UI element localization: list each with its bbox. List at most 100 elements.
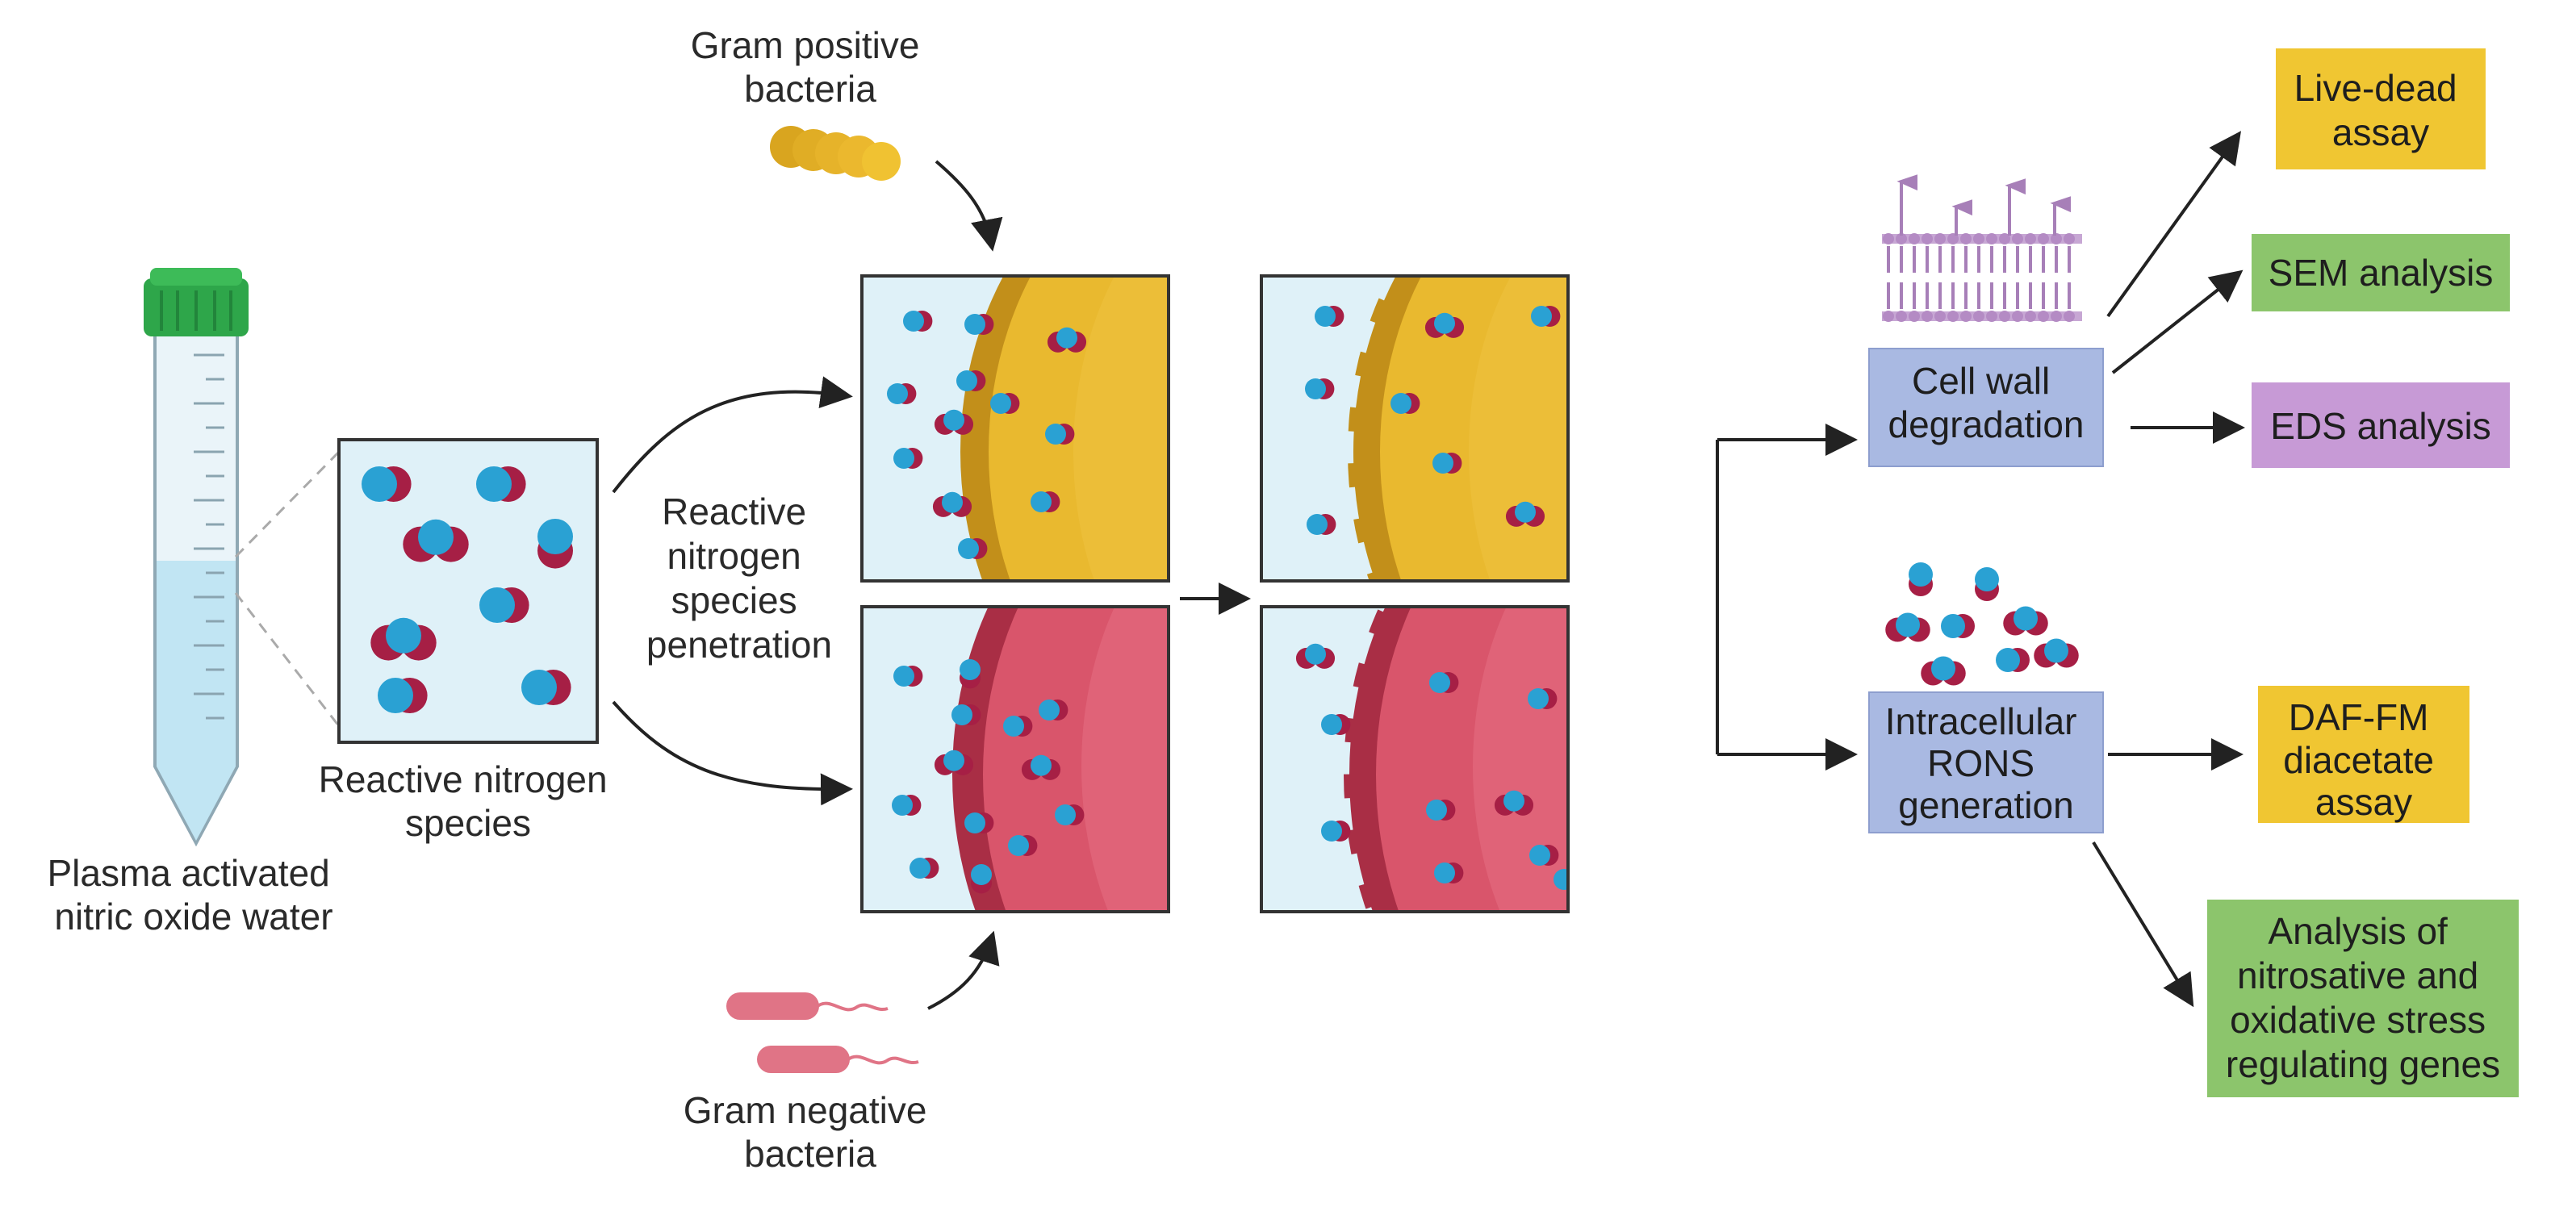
- rons-molecule-cluster: [1885, 562, 2079, 686]
- molecule-icon: [971, 864, 992, 894]
- cell-membrane-icon: [1882, 174, 2082, 322]
- cell-wall-degradation-box: Cell wall degradation: [1868, 348, 2104, 467]
- arrow-to-gram-positive: [612, 376, 853, 494]
- molecule-icon: [934, 750, 974, 775]
- molecule-icon: [1305, 378, 1335, 399]
- molecule-icon: [1003, 716, 1033, 737]
- arrow-to-gram-negative: [612, 700, 853, 806]
- molecule-icon: [903, 311, 933, 332]
- eds-analysis-box: EDS analysis: [2252, 382, 2510, 468]
- molecule-icon: [1055, 804, 1085, 825]
- molecule-icon: [1321, 821, 1351, 842]
- penetration-label: Reactive nitrogen species penetration: [646, 491, 832, 666]
- molecule-icon: [362, 466, 412, 502]
- molecule-icon: [1494, 790, 1534, 816]
- molecule-icon: [1594, 732, 1623, 753]
- molecule-icon: [476, 466, 526, 502]
- gram-positive-bacteria-icon: [770, 126, 901, 181]
- molecule-icon: [1975, 567, 1999, 601]
- gram-positive-panel-before: [860, 274, 1170, 583]
- branch-connector: [1716, 424, 1858, 771]
- zoom-line-top: [234, 450, 341, 558]
- tube-liquid: [157, 561, 236, 841]
- molecule-icon: [1021, 754, 1061, 780]
- molecule-icon: [1390, 393, 1420, 414]
- molecule-icon: [1885, 612, 1930, 642]
- zoom-line-bottom: [234, 592, 341, 727]
- molecule-icon: [1531, 306, 1561, 327]
- intracellular-rons-box: Intracellular RONS generation: [1868, 691, 2104, 833]
- molecule-icon: [1321, 714, 1351, 735]
- svg-text:EDS analysis: EDS analysis: [2270, 405, 2491, 447]
- molecule-icon: [1424, 312, 1465, 338]
- molecule-icon: [1429, 672, 1459, 693]
- molecule-icon: [1909, 562, 1933, 596]
- tube-label: Plasma activated nitric oxide water: [47, 852, 340, 938]
- molecule-icon: [2003, 606, 2048, 636]
- svg-text:DAF-FM diacetate a: DAF-FM diacetate assay: [2283, 696, 2444, 823]
- molecule-icon: [479, 587, 529, 623]
- molecule-icon: [956, 370, 986, 391]
- live-dead-assay-box: Live-dead assay: [2276, 48, 2486, 169]
- molecule-icon: [1941, 614, 1975, 638]
- arrow-gram-positive-in: [935, 160, 1003, 252]
- molecule-icon: [1426, 800, 1456, 821]
- rns-zoom-box: [337, 438, 599, 744]
- molecule-icon: [1573, 430, 1602, 451]
- svg-text:Live-dead assay: Live-dead assay: [2294, 67, 2468, 153]
- molecule-icon: [403, 519, 469, 562]
- molecule-icon: [1636, 829, 1657, 858]
- svg-text:SEM analysis: SEM analysis: [2269, 252, 2494, 294]
- molecule-icon: [1505, 501, 1545, 527]
- molecule-icon: [964, 812, 994, 833]
- molecule-icon: [2034, 638, 2079, 668]
- gene-analysis-box: Analysis of nitrosative and oxidative st…: [2207, 900, 2519, 1097]
- molecule-icon: [893, 448, 923, 469]
- molecule-icon: [1008, 835, 1038, 856]
- molecule-icon: [958, 538, 988, 559]
- molecule-icon: [1039, 700, 1068, 720]
- gram-positive-label: Gram positive bacteria: [691, 24, 930, 110]
- molecule-icon: [1047, 327, 1087, 353]
- molecule-icon: [1632, 707, 1671, 732]
- gram-negative-label: Gram negative bacteria: [684, 1089, 937, 1175]
- molecule-icon: [1587, 809, 1616, 830]
- svg-text:Intracellular RONS: Intracellular RONS generation: [1885, 700, 2088, 826]
- molecule-icon: [1636, 769, 1665, 790]
- gram-positive-panel-after: [1260, 274, 1666, 583]
- molecule-icon: [1996, 648, 2030, 672]
- molecule-icon: [893, 666, 923, 687]
- molecule-icon: [1315, 306, 1344, 327]
- falcon-tube-icon: [144, 268, 249, 847]
- svg-text:Cell wall degradation: Cell wall degradation: [1888, 360, 2085, 445]
- molecule-icon: [370, 617, 437, 661]
- molecule-icon: [1031, 491, 1060, 512]
- molecule-icon: [934, 409, 974, 435]
- molecule-icon: [1618, 474, 1647, 495]
- molecule-icon: [951, 704, 981, 725]
- molecule-icon: [887, 383, 917, 404]
- molecule-icon: [1528, 688, 1558, 709]
- molecule-icon: [1921, 656, 1966, 686]
- svg-text:Analysis of nitrosative: Analysis of nitrosative and oxidative st…: [2226, 910, 2500, 1085]
- sem-analysis-box: SEM analysis: [2252, 234, 2510, 311]
- molecule-icon: [892, 795, 922, 816]
- molecule-icon: [1045, 424, 1075, 445]
- molecule-icon: [1610, 528, 1639, 549]
- molecule-icon: [1307, 514, 1336, 535]
- arrow-gram-negative-in: [927, 930, 1000, 1010]
- molecule-icon: [964, 314, 994, 335]
- molecule-icon: [1295, 643, 1336, 669]
- outcome-arrows: [2092, 131, 2245, 1008]
- molecule-icon: [537, 519, 573, 569]
- molecule-icon: [1432, 453, 1462, 474]
- molecule-icon: [990, 393, 1020, 414]
- gram-negative-panel-after: [1260, 605, 1671, 913]
- rns-molecule-cluster: [362, 466, 573, 713]
- molecule-icon: [378, 678, 428, 713]
- molecule-icon: [1627, 389, 1666, 414]
- gram-negative-bacteria-icon: [726, 992, 919, 1073]
- gram-negative-panel-before: [860, 605, 1170, 913]
- molecule-icon: [1629, 659, 1650, 688]
